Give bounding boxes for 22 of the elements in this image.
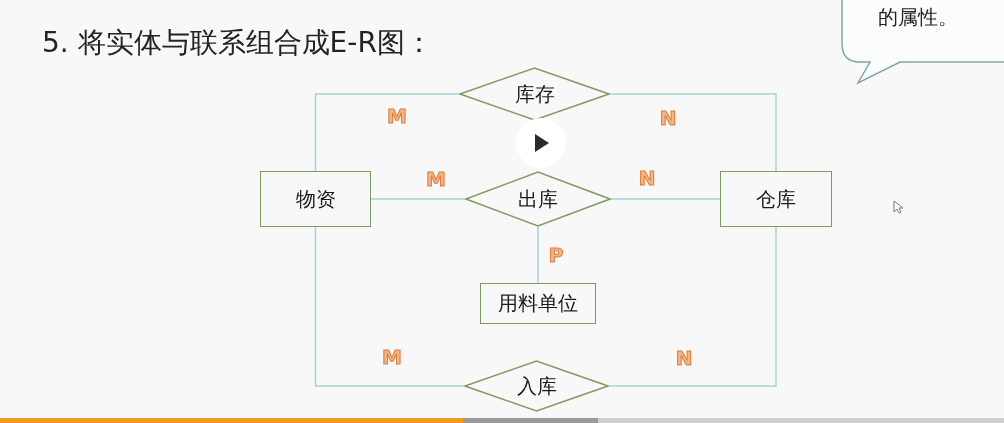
- connector-line: [537, 226, 539, 284]
- relationship-diamond: 库存: [459, 67, 610, 121]
- connector-line: [608, 226, 777, 387]
- cardinality-label: P: [548, 245, 564, 265]
- connector-line: [610, 198, 721, 200]
- connector-line: [370, 198, 466, 200]
- cardinality-label: N: [638, 168, 656, 188]
- cardinality-label: M: [387, 106, 407, 126]
- cardinality-label: M: [382, 347, 402, 367]
- connector-line: [609, 93, 777, 172]
- entity-box: 物资: [260, 171, 371, 227]
- relationship-diamond: 入库: [464, 360, 609, 412]
- relationship-diamond: 出库: [465, 171, 611, 227]
- connector-line: [314, 226, 465, 387]
- cardinality-label: N: [675, 348, 693, 368]
- cardinality-label: M: [426, 169, 446, 189]
- speech-bubble: 的属性。: [838, 0, 1004, 86]
- entity-box: 用料单位: [480, 283, 596, 324]
- entity-box: 仓库: [720, 171, 832, 227]
- cardinality-label: N: [659, 108, 677, 128]
- connector-line: [314, 93, 460, 172]
- title: 5. 将实体与联系组合成E-R图：: [42, 25, 433, 61]
